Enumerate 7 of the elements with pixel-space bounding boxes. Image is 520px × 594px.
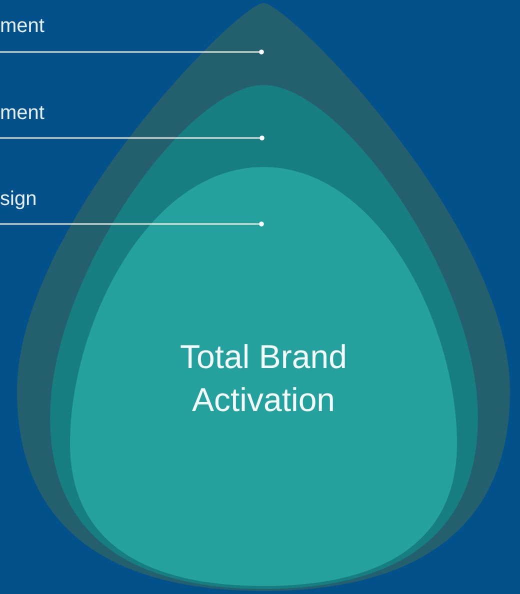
callout-label: ment bbox=[0, 15, 44, 37]
center-label: Total Brand Activation bbox=[179, 336, 348, 420]
leader-line bbox=[0, 50, 264, 54]
callout-label: sign bbox=[0, 188, 37, 210]
leader-line bbox=[0, 136, 264, 140]
leader-line bbox=[0, 222, 264, 226]
callout-label: ment bbox=[0, 102, 44, 124]
